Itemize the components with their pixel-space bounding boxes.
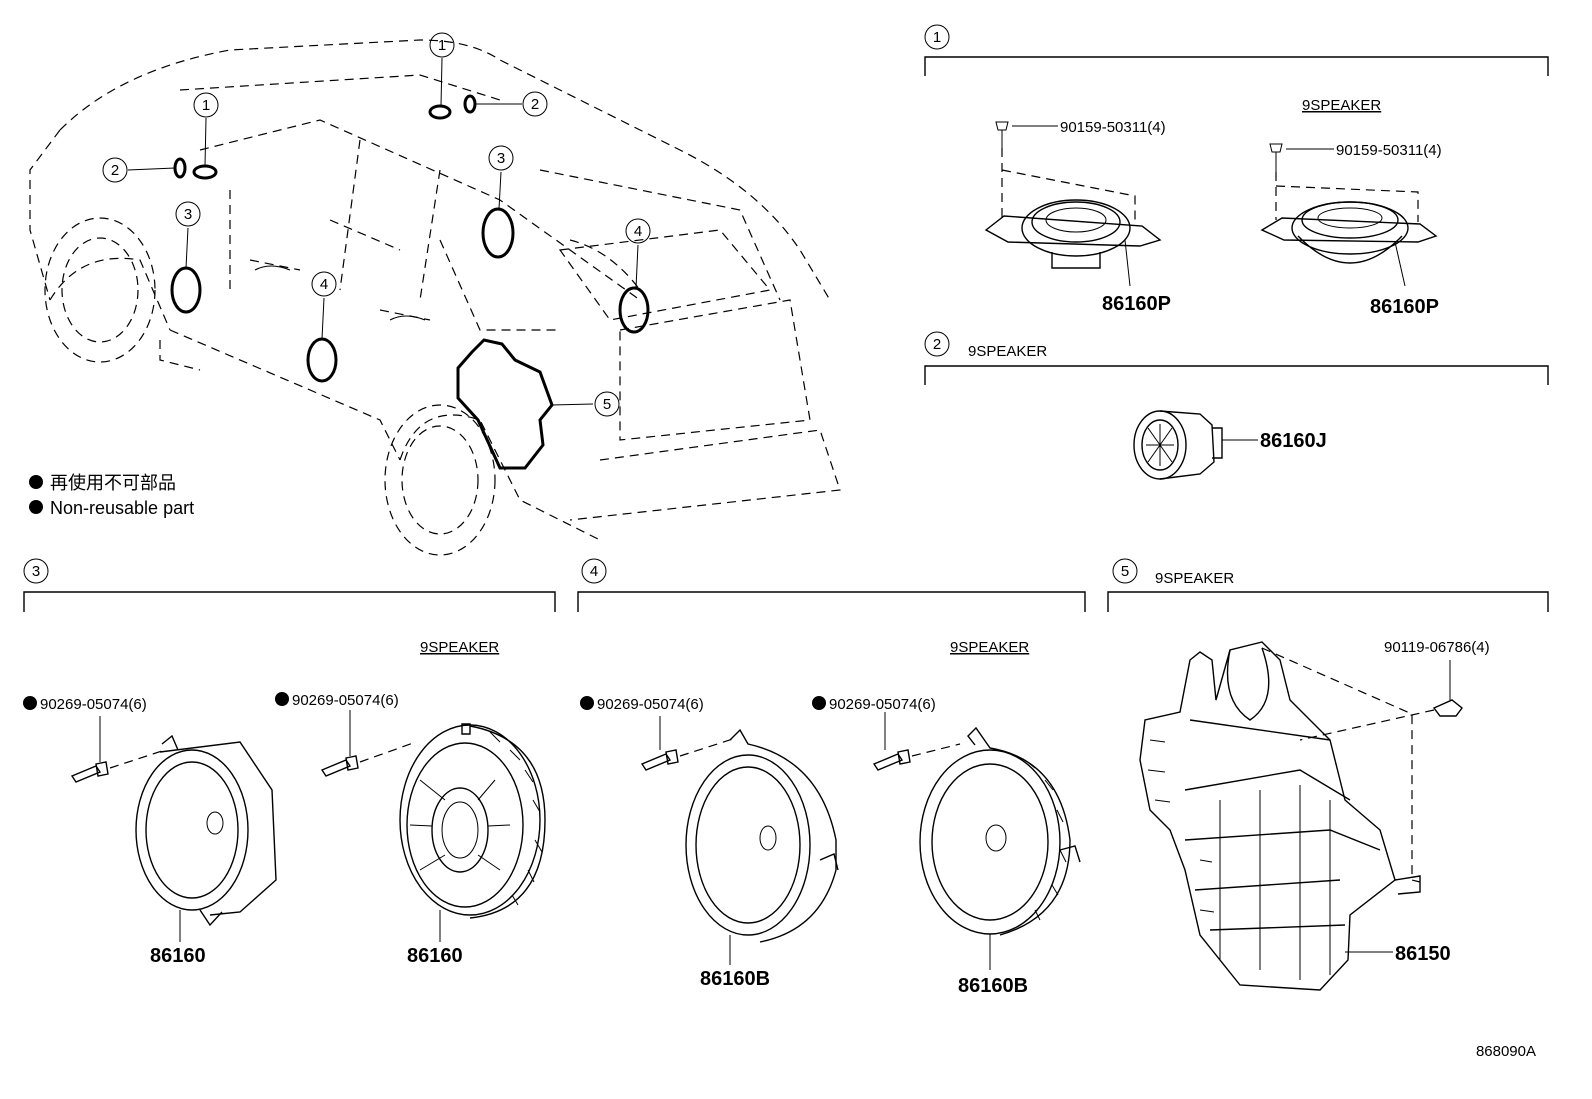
vehicle-callout-4a: 4 xyxy=(311,271,337,297)
clip-dot-4b xyxy=(812,696,826,710)
vehicle-callouts: 1 2 1 2 3 3 4 4 5 xyxy=(102,32,651,417)
part-86160-left: 86160 xyxy=(150,945,206,967)
section-4: 4 9SPEAKER 90269-05074(6) 86160B xyxy=(577,558,1086,997)
svg-text:3: 3 xyxy=(184,206,192,223)
legend: 再使用不可部品 Non-reusable part xyxy=(29,473,194,518)
svg-text:2: 2 xyxy=(111,162,119,179)
section-1-variant: 9SPEAKER xyxy=(1302,97,1381,114)
svg-text:5: 5 xyxy=(603,396,611,413)
speaker-86160-right xyxy=(320,710,546,942)
part-86160J: 86160J xyxy=(1260,430,1327,452)
vehicle-outline xyxy=(29,39,841,556)
subwoofer-86150 xyxy=(1139,641,1463,991)
vehicle-leader-lines xyxy=(127,57,639,406)
part-86160P-right: 86160P xyxy=(1370,296,1439,318)
vehicle-speaker-markers xyxy=(170,94,650,470)
section-4-number: 4 xyxy=(590,563,598,580)
legend-en: Non-reusable part xyxy=(50,498,194,518)
section-2-number: 2 xyxy=(933,336,941,353)
section-1: 1 9SPEAKER 90159-50311(4) 86160P xyxy=(924,24,1549,318)
section-3-number: 3 xyxy=(32,563,40,580)
clip-dot-3a xyxy=(23,696,37,710)
section-1-number: 1 xyxy=(933,29,941,46)
section-3: 3 9SPEAKER 90269-05074(6) 86160 xyxy=(23,558,556,967)
section-3-variant: 9SPEAKER xyxy=(420,639,499,656)
part-86160B-right: 86160B xyxy=(958,975,1028,997)
part-86160P-left: 86160P xyxy=(1102,293,1171,315)
section-2: 2 9SPEAKER 86160J xyxy=(924,331,1549,480)
svg-text:2: 2 xyxy=(531,96,539,113)
vehicle-callout-3a: 3 xyxy=(175,201,201,227)
speaker-86160-left xyxy=(70,716,277,942)
clip-dot-3b xyxy=(275,692,289,706)
clip-90269-4a: 90269-05074(6) xyxy=(597,696,704,713)
speaker-86160J xyxy=(1133,410,1258,480)
svg-text:3: 3 xyxy=(497,150,505,167)
section-2-variant: 9SPEAKER xyxy=(968,343,1047,360)
part-86160B-left: 86160B xyxy=(700,968,770,990)
vehicle-callout-3b: 3 xyxy=(488,145,514,171)
part-86160-right: 86160 xyxy=(407,945,463,967)
diagram-code: 868090A xyxy=(1476,1043,1536,1060)
legend-dot-icon xyxy=(29,500,43,514)
vehicle-callout-4b: 4 xyxy=(625,218,651,244)
tweeter-86160P-right xyxy=(1260,143,1438,287)
section-5: 5 9SPEAKER 90119-06786(4) 86150 xyxy=(1107,558,1549,991)
clip-90269-3b: 90269-05074(6) xyxy=(292,692,399,709)
legend-ja: 再使用不可部品 xyxy=(50,473,176,493)
clip-dot-4a xyxy=(580,696,594,710)
vehicle-callout-1b: 1 xyxy=(193,92,219,118)
section-5-variant: 9SPEAKER xyxy=(1155,570,1234,587)
vehicle-callout-5: 5 xyxy=(594,391,620,417)
section-4-variant: 9SPEAKER xyxy=(950,639,1029,656)
speaker-86160B-left xyxy=(640,716,839,965)
clip-90269-4b: 90269-05074(6) xyxy=(829,696,936,713)
speaker-86160B-right xyxy=(872,712,1081,970)
part-86150: 86150 xyxy=(1395,943,1451,965)
clip-90269-3a: 90269-05074(6) xyxy=(40,696,147,713)
vehicle-callout-2b: 2 xyxy=(102,157,128,183)
section-5-number: 5 xyxy=(1121,563,1129,580)
svg-text:1: 1 xyxy=(438,37,446,54)
tweeter-86160P-left xyxy=(984,121,1162,287)
bolt-90119: 90119-06786(4) xyxy=(1384,639,1490,656)
vehicle-callout-1a: 1 xyxy=(429,32,455,58)
bolt-90159-right: 90159-50311(4) xyxy=(1336,142,1442,159)
svg-text:4: 4 xyxy=(320,276,328,293)
legend-dot-icon xyxy=(29,475,43,489)
vehicle-callout-2a: 2 xyxy=(522,91,548,117)
svg-text:1: 1 xyxy=(202,97,210,114)
bolt-90159-left: 90159-50311(4) xyxy=(1060,119,1166,136)
svg-text:4: 4 xyxy=(634,223,642,240)
